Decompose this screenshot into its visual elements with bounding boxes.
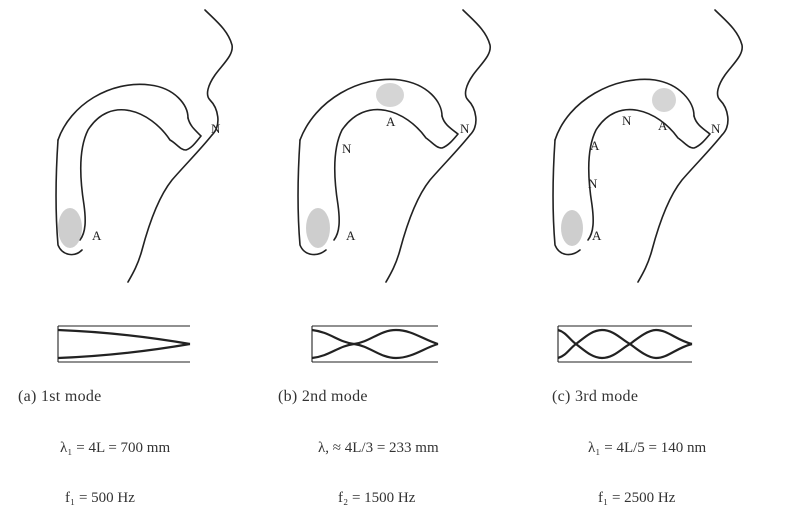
shaded-region <box>561 210 583 246</box>
standing-wave-2 <box>260 318 510 398</box>
vocal-tract-outline-1: A N <box>0 0 250 290</box>
wavelength-formula: λ, ≈ 4L/3 = 233 mm <box>318 440 439 457</box>
wavelength-formula: λ₁ = 4L/5 = 140 nm <box>588 440 706 457</box>
marker-label: N <box>588 176 598 191</box>
marker-label: A <box>386 114 396 129</box>
frequency-value: f₂ = 1500 Hz <box>338 490 415 507</box>
mode-caption: (c) 3rd mode <box>552 388 638 406</box>
marker-label: A <box>590 138 600 153</box>
marker-label: A <box>346 228 356 243</box>
standing-wave-1 <box>0 318 250 398</box>
wavelength-formula: λ₁ = 4L = 700 mm <box>60 440 170 457</box>
marker-label: N <box>211 121 221 136</box>
marker-label: N <box>342 141 352 156</box>
frequency-value: f₁ = 2500 Hz <box>598 490 675 507</box>
marker-label: N <box>622 113 632 128</box>
mode-caption: (b) 2nd mode <box>278 388 368 406</box>
marker-label: A <box>658 118 668 133</box>
marker-label: N <box>711 121 721 136</box>
mode-caption: (a) 1st mode <box>18 388 102 406</box>
mode-panel-3: A N A N A N (c) 3rd mode λ₁ = 4L/5 = 140… <box>530 0 780 518</box>
frequency-value: f₁ = 500 Hz <box>65 490 135 507</box>
shaded-region <box>652 88 676 112</box>
mode-panel-2: A N A N (b) 2nd mode λ, ≈ 4L/3 = 233 mm … <box>260 0 510 518</box>
marker-label: A <box>92 228 102 243</box>
marker-label: N <box>460 121 470 136</box>
marker-label: A <box>592 228 602 243</box>
vocal-tract-outline-2: A N A N <box>260 0 510 290</box>
standing-wave-3 <box>530 318 780 398</box>
mode-panel-1: A N (a) 1st mode λ₁ = 4L = 700 mm f₁ = 5… <box>0 0 250 518</box>
shaded-region <box>376 83 404 107</box>
shaded-region <box>306 208 330 248</box>
vocal-tract-outline-3: A N A N A N <box>530 0 780 290</box>
shaded-region <box>58 208 82 248</box>
